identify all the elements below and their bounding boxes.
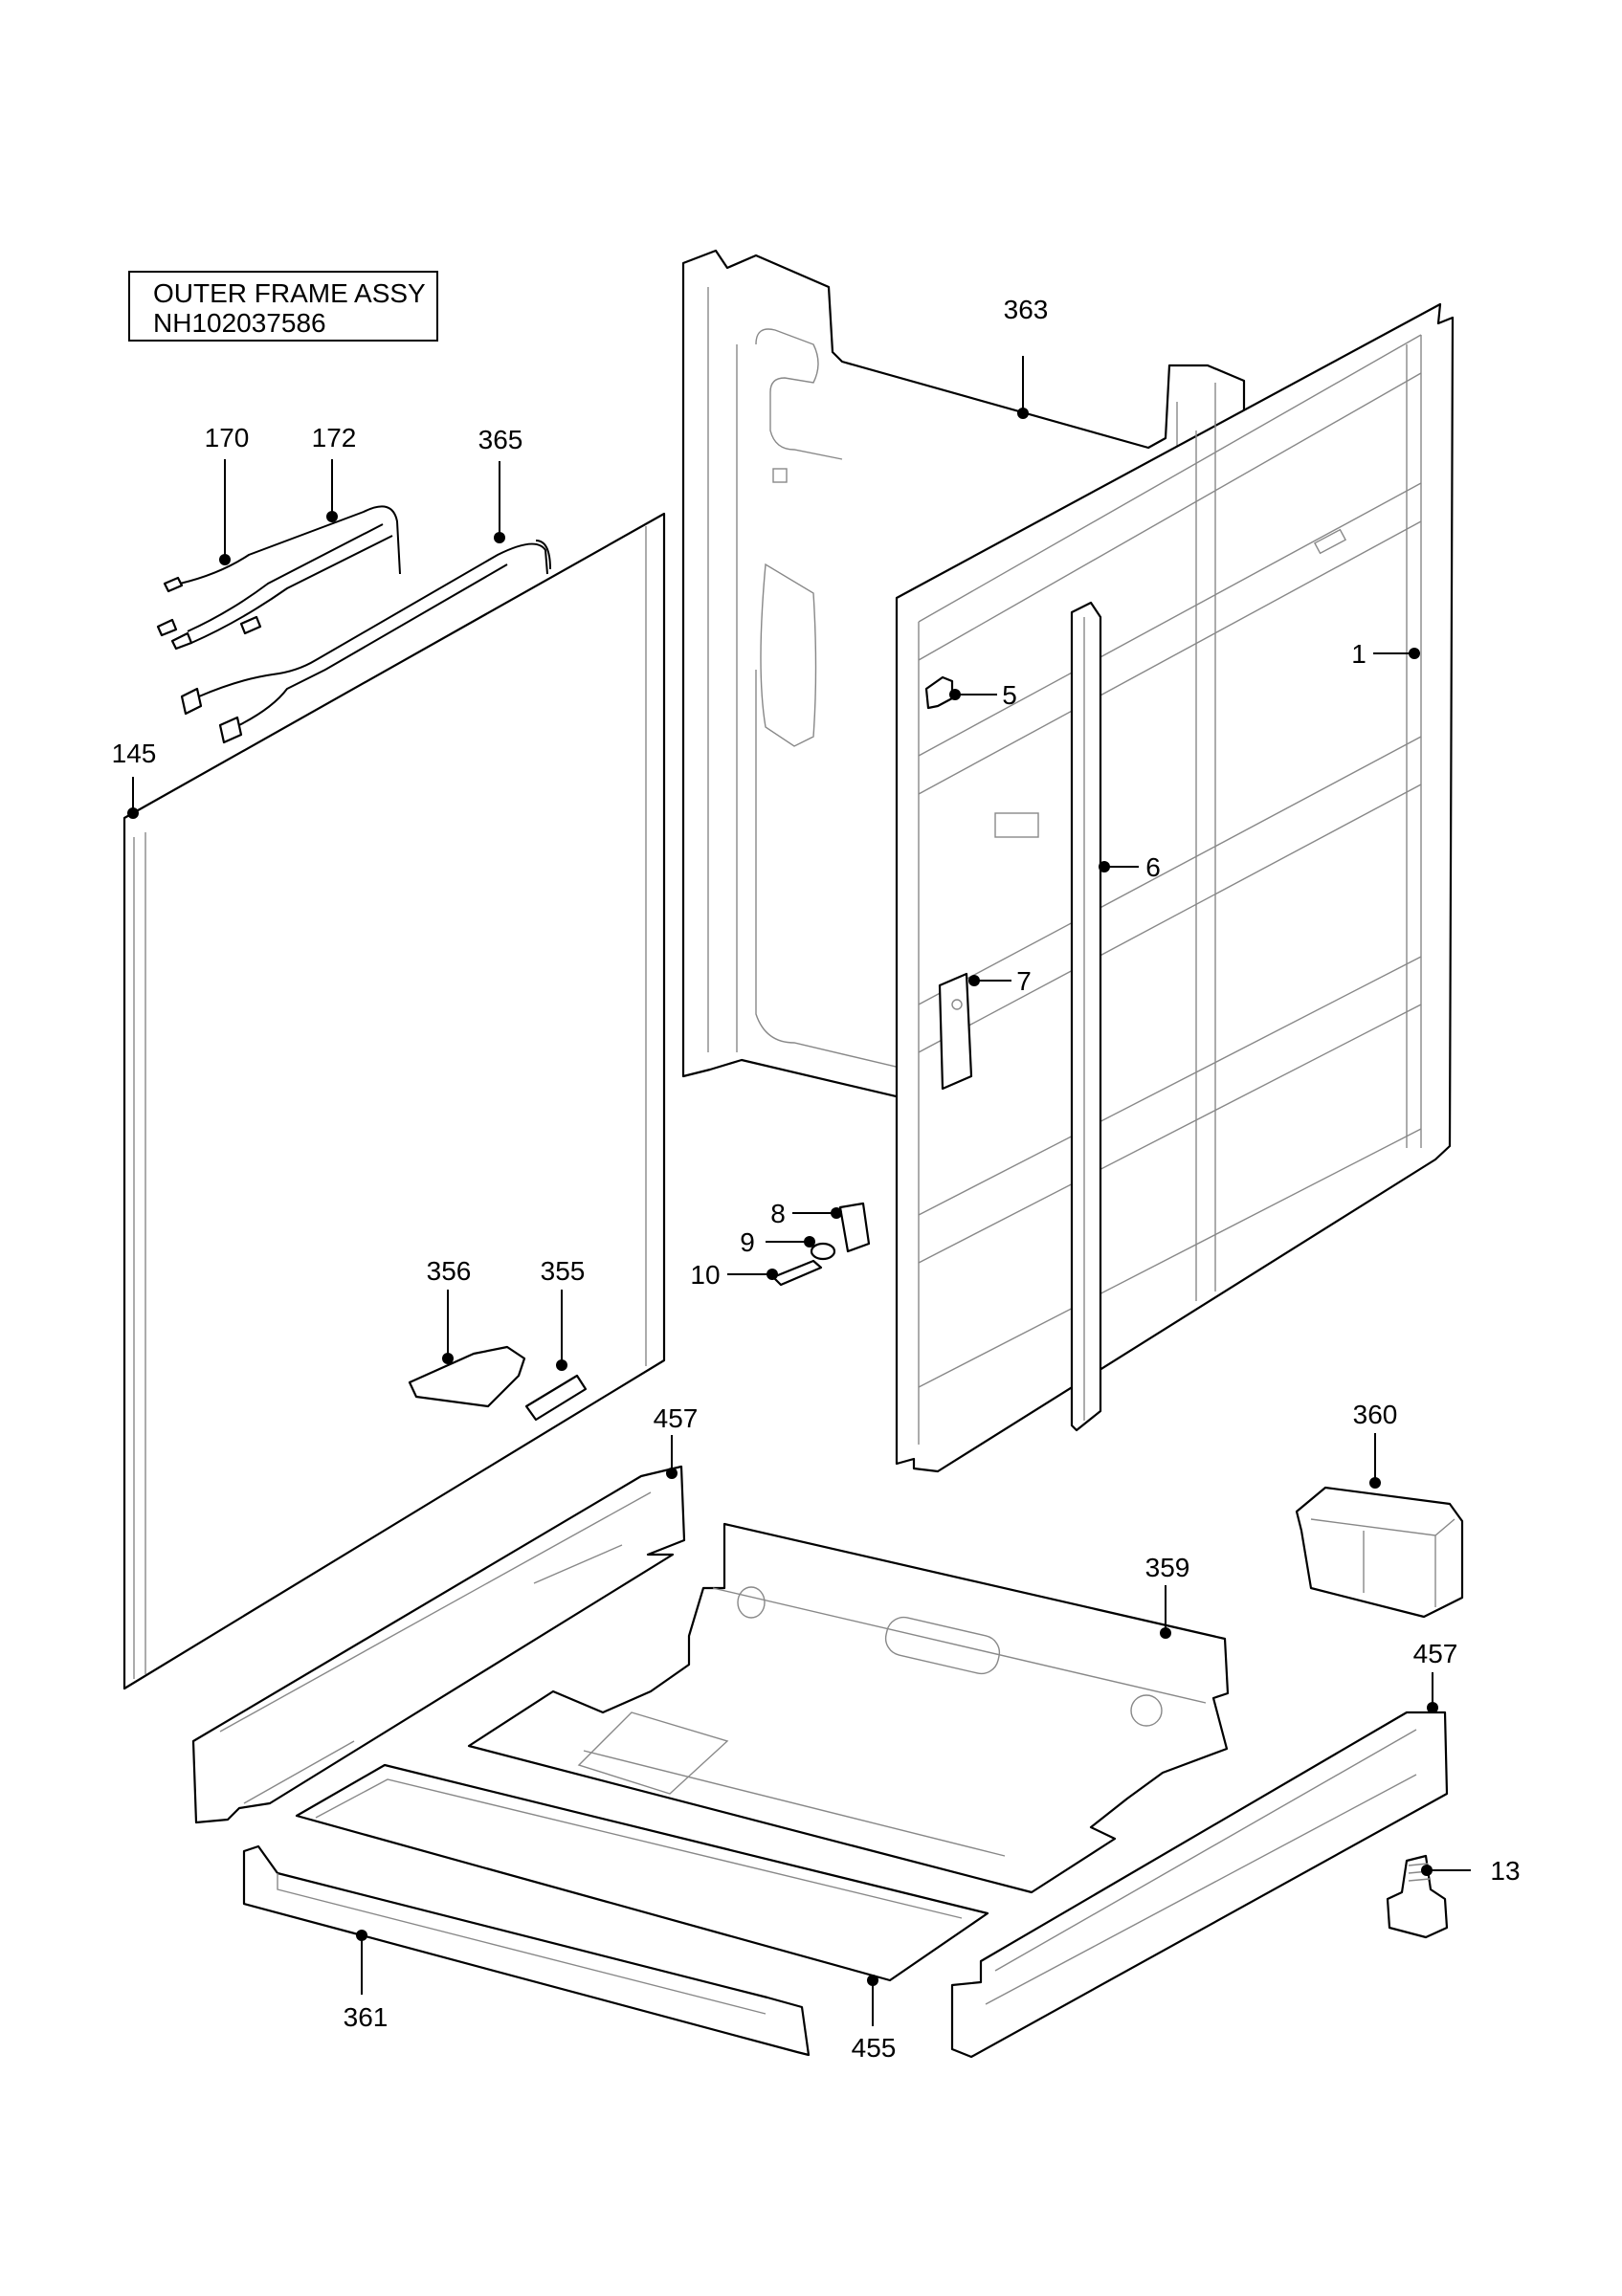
callout-365: 365 [478,425,523,454]
callout-leaders [127,356,1471,2026]
callout-360: 360 [1353,1400,1398,1429]
part-457-right-rail [950,1711,1449,2059]
callout-457-left: 457 [654,1403,699,1433]
callout-361: 361 [344,2002,389,2032]
part-355-pin [524,1374,588,1422]
assembly-name: OUTER FRAME ASSY [153,278,426,308]
callout-1: 1 [1351,639,1366,669]
part-145-side-panel [122,512,666,1690]
callout-labels: 363 1 5 6 7 8 9 10 13 145 170 172 365 35… [112,295,1521,2063]
assembly-title-box: OUTER FRAME ASSY NH102037586 [128,271,438,342]
callout-6: 6 [1145,852,1161,882]
callout-355: 355 [541,1256,586,1286]
callout-8: 8 [770,1199,786,1228]
callout-363: 363 [1004,295,1049,324]
callout-457-right: 457 [1413,1639,1458,1668]
callout-170: 170 [205,423,250,453]
part-360-junction-box [1295,1486,1464,1619]
part-1-front-frame [895,302,1455,1473]
part-356-bracket [408,1345,526,1408]
part-13-adjustable-foot [1386,1854,1449,1939]
callout-9: 9 [740,1227,755,1257]
part-8-9-10-fasteners [771,1202,871,1287]
callout-359: 359 [1145,1553,1190,1582]
callout-10: 10 [690,1260,720,1290]
callout-5: 5 [1002,680,1017,710]
part-6-vertical-strip [1070,601,1102,1432]
callout-145: 145 [112,739,157,768]
part-361-front-rail [242,1844,811,2057]
assembly-part-number: NH102037586 [153,308,326,338]
callout-172: 172 [312,423,357,453]
part-359-base-plate [467,1522,1230,1894]
callout-455: 455 [852,2033,897,2063]
part-170-172-wiring-harness [156,505,551,744]
callout-7: 7 [1016,966,1032,996]
callout-13: 13 [1490,1856,1520,1886]
part-7-bracket [938,972,973,1091]
callout-356: 356 [427,1256,472,1286]
part-455-plate [295,1763,989,1982]
